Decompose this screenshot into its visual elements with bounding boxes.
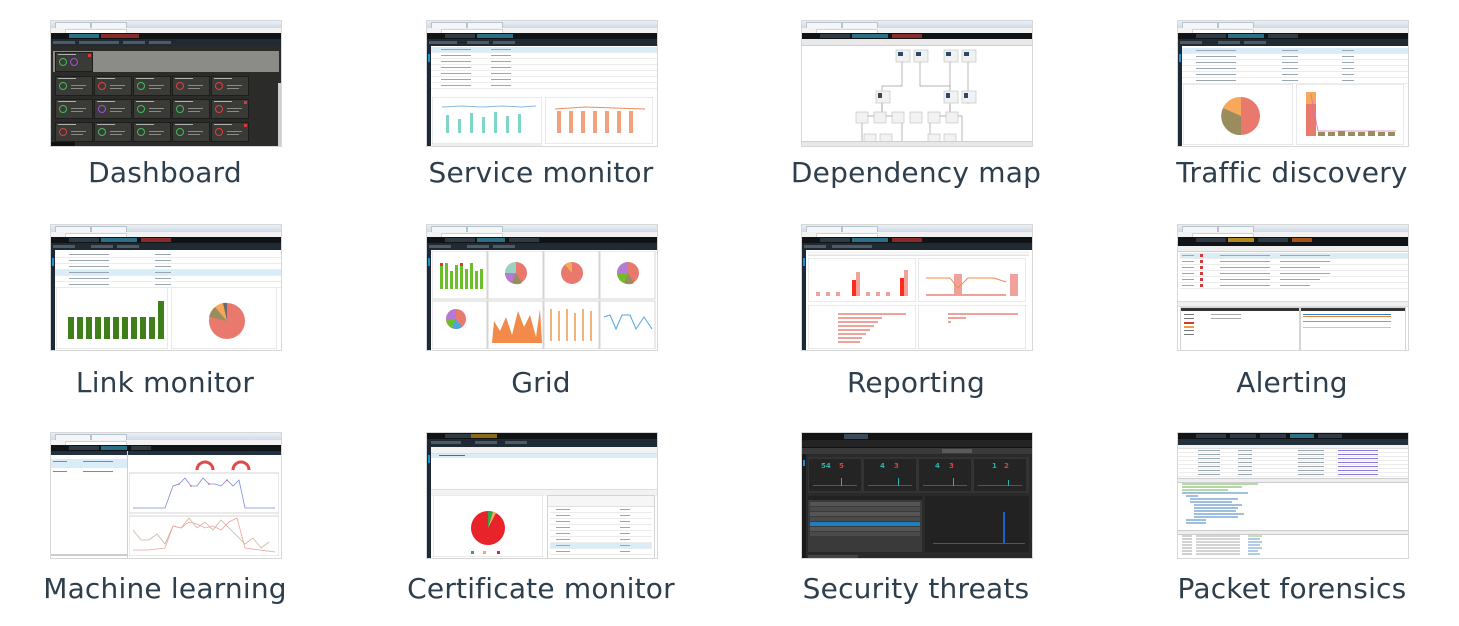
reporting-thumbnail[interactable]	[802, 225, 1032, 350]
card-label[interactable]: Service monitor	[428, 156, 654, 189]
card-grid[interactable]: Grid	[376, 205, 706, 415]
card-dashboard[interactable]: Dashboard	[0, 0, 330, 210]
horizontal-bar-chart-icon	[918, 305, 1026, 349]
threat-count: 4	[935, 462, 940, 470]
card-label[interactable]: Dependency map	[790, 156, 1042, 189]
card-certificate-monitor[interactable]: Certificate monitor	[376, 410, 706, 626]
pie-chart-icon	[433, 495, 543, 557]
pie-chart-icon	[1183, 84, 1293, 145]
packet-tree-icon	[1182, 483, 1258, 524]
grid-thumbnail[interactable]	[427, 225, 657, 350]
card-service-monitor[interactable]: Service monitor	[376, 0, 706, 210]
anomaly-line-chart-icon	[129, 460, 279, 556]
pie-chart-icon	[171, 287, 277, 349]
security-threats-thumbnail[interactable]: 54 5 4 3 4 3 1 2	[802, 433, 1032, 558]
service-monitor-thumbnail[interactable]	[427, 21, 657, 146]
threat-alt-count: 3	[894, 462, 899, 470]
card-link-monitor[interactable]: Link monitor	[0, 205, 330, 415]
packet-forensics-thumbnail[interactable]	[1178, 433, 1408, 558]
card-label[interactable]: Machine learning	[43, 572, 287, 605]
threat-alt-count: 3	[949, 462, 954, 470]
bar-chart-icon	[56, 287, 168, 349]
card-label[interactable]: Grid	[511, 366, 571, 399]
link-monitor-thumbnail[interactable]	[51, 225, 281, 350]
dashboard-grid-charts-icon	[432, 251, 656, 349]
card-label[interactable]: Reporting	[847, 366, 985, 399]
threat-count: 1	[992, 462, 997, 470]
threat-alt-count: 2	[1004, 462, 1009, 470]
card-security-threats[interactable]: 54 5 4 3 4 3 1 2	[751, 410, 1081, 626]
horizontal-bar-chart-icon	[808, 305, 916, 349]
card-packet-forensics[interactable]: Packet forensics	[1127, 410, 1457, 626]
traffic-discovery-thumbnail[interactable]	[1178, 21, 1408, 146]
bar-chart-icon	[808, 258, 916, 302]
dependency-map-thumbnail[interactable]	[802, 21, 1032, 146]
card-alerting[interactable]: Alerting	[1127, 205, 1457, 415]
bar-line-chart-icon	[545, 97, 653, 144]
machine-learning-thumbnail[interactable]	[51, 433, 281, 558]
card-label[interactable]: Packet forensics	[1177, 572, 1407, 605]
alerting-thumbnail[interactable]	[1178, 225, 1408, 350]
card-label[interactable]: Alerting	[1236, 366, 1348, 399]
threat-count: 4	[880, 462, 885, 470]
card-traffic-discovery[interactable]: Traffic discovery	[1127, 0, 1457, 210]
dashboard-thumbnail[interactable]	[51, 21, 281, 146]
dependency-graph-icon	[855, 49, 977, 145]
card-reporting[interactable]: Reporting	[751, 205, 1081, 415]
bar-line-chart-icon	[918, 258, 1026, 302]
card-machine-learning[interactable]: Machine learning	[0, 410, 330, 626]
hex-dump-icon	[1182, 535, 1262, 555]
threat-count: 54	[821, 462, 831, 470]
certificate-monitor-thumbnail[interactable]	[427, 433, 657, 558]
card-label[interactable]: Link monitor	[75, 366, 255, 399]
threat-alt-count: 5	[839, 462, 844, 470]
bar-line-chart-icon	[432, 97, 542, 144]
bar-chart-icon	[1296, 84, 1404, 145]
card-label[interactable]: Security threats	[802, 572, 1030, 605]
card-label[interactable]: Dashboard	[88, 156, 242, 189]
card-label[interactable]: Traffic discovery	[1176, 156, 1408, 189]
card-label[interactable]: Certificate monitor	[407, 572, 675, 605]
card-dependency-map[interactable]: Dependency map	[751, 0, 1081, 210]
